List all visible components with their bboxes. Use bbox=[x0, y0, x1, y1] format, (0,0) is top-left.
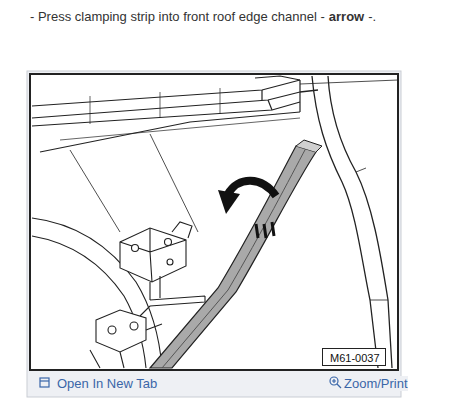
roof-edge bbox=[32, 76, 300, 152]
clamping-strip bbox=[150, 140, 322, 368]
figure-panel bbox=[27, 71, 401, 397]
instruction-line: - Press clamping strip into front roof e… bbox=[30, 9, 376, 24]
a-pillar bbox=[300, 76, 398, 368]
press-arrow bbox=[218, 181, 276, 238]
figure-number: M61-0037 bbox=[330, 352, 378, 364]
bold-reference: arrow bbox=[329, 9, 364, 24]
figure-number-box: M61-0037 bbox=[322, 348, 386, 366]
figure-frame bbox=[30, 74, 398, 370]
footer-link: Zoom/Print bbox=[344, 376, 408, 391]
footer-link: Open In New Tab bbox=[57, 376, 157, 391]
instruction-text: - Press clamping strip into front roof e… bbox=[30, 9, 325, 24]
instruction-text: -. bbox=[368, 9, 376, 24]
